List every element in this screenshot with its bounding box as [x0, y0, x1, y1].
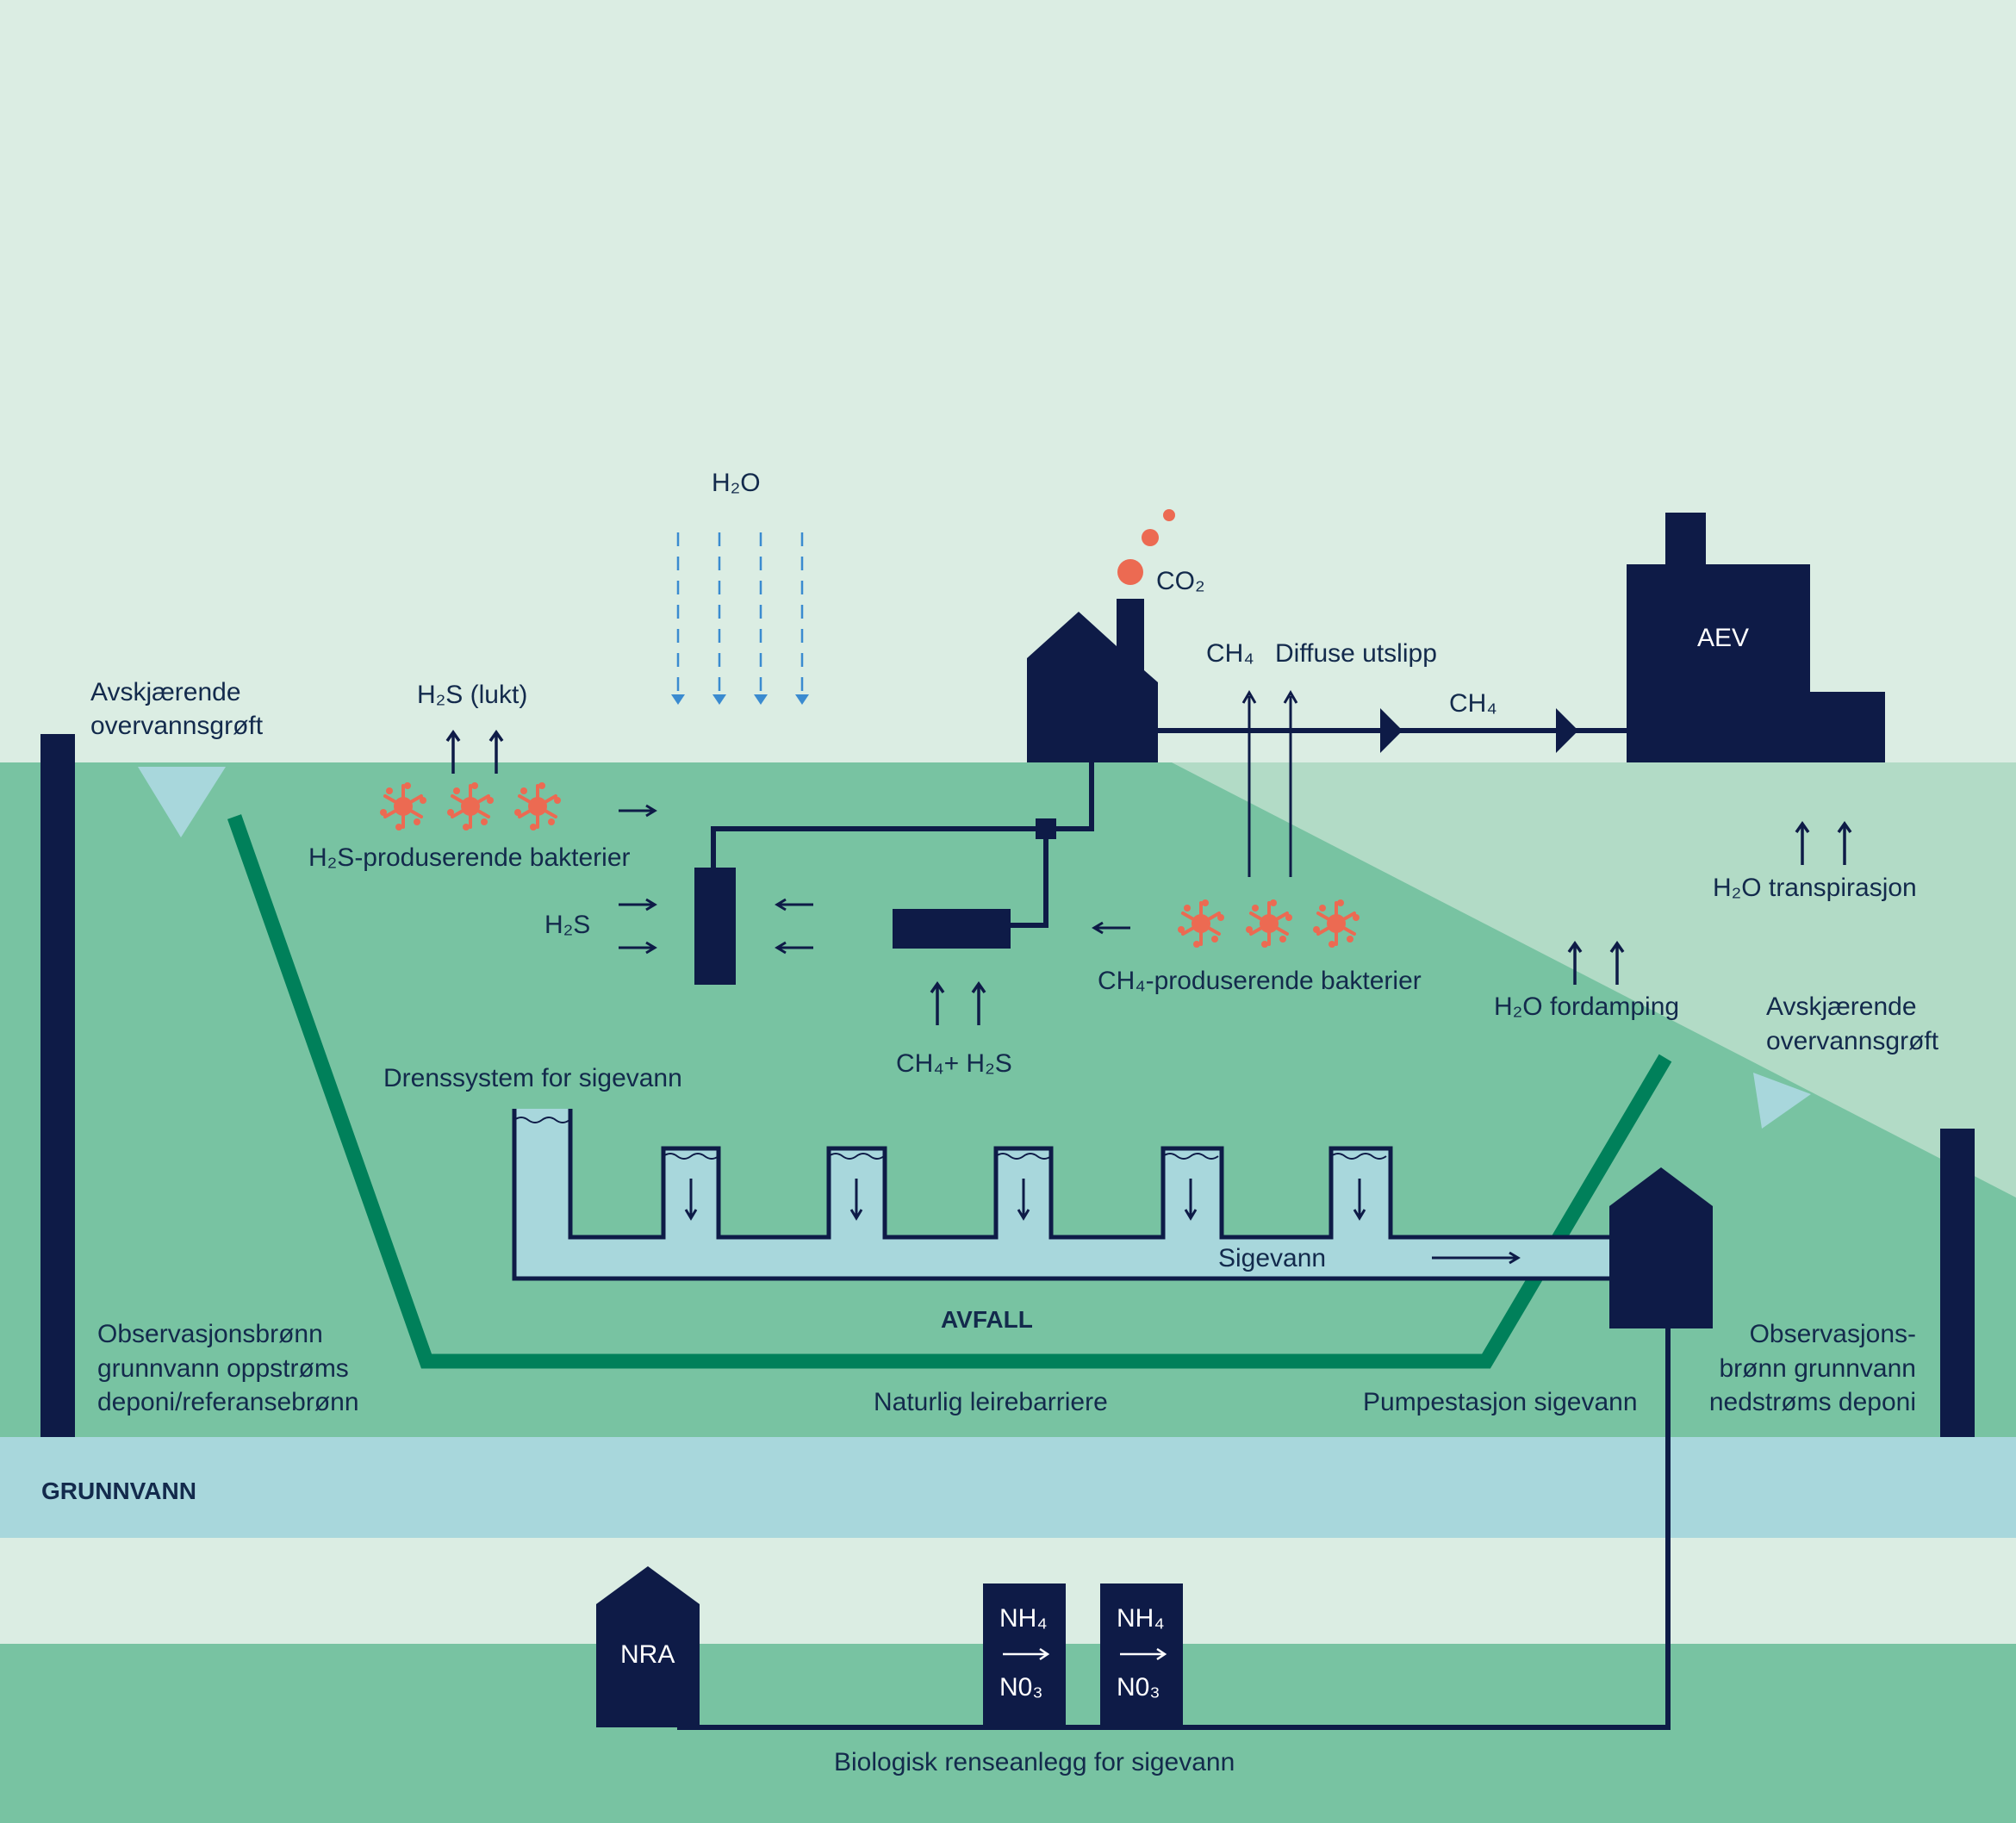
groundwater-layer	[0, 1437, 2016, 1538]
gas-plant-house	[1027, 599, 1158, 762]
pump-station	[1609, 1167, 1713, 1328]
label-obs-left-1: Observasjonsbrønn	[97, 1320, 323, 1348]
label-diffuse: Diffuse utslipp	[1275, 639, 1437, 668]
label-obs-left-2: grunnvann oppstrøms	[97, 1354, 349, 1383]
label-obs-right-1: Observasjons-	[1750, 1320, 1916, 1348]
pipe-junction	[1036, 818, 1056, 839]
label-ch4-h2s: CH₄+ H₂S	[896, 1049, 1012, 1078]
label-ch4-bakterier: CH₄-produserende bakterier	[1098, 967, 1422, 995]
clay-barrier	[227, 814, 1672, 1369]
label-pumpestasjon: Pumpestasjon sigevann	[1363, 1388, 1638, 1416]
label-ditch-left-1: Avskjærende	[90, 678, 241, 706]
co2-bubbles	[1117, 509, 1175, 585]
label-ditch-left-2: overvannsgrøft	[90, 712, 264, 740]
label-obs-right-2: brønn grunnvann	[1720, 1354, 1917, 1383]
pipe-flow-arrow-1	[1380, 708, 1403, 753]
observation-well-right	[1940, 1129, 1975, 1437]
pipe-flow-arrow-2	[1556, 708, 1578, 753]
label-obs-right-3: nedstrøms deponi	[1709, 1388, 1916, 1416]
label-grunnvann: GRUNNVANN	[41, 1478, 196, 1504]
nitrification-arrows	[1003, 1647, 1167, 1661]
label-nh4-b: NH₄	[1117, 1604, 1165, 1633]
diffuse-emission-arrows	[1241, 690, 1298, 877]
ditch-left	[138, 767, 226, 837]
label-h2s-lukt: H₂S (lukt)	[417, 681, 527, 709]
slope-surface	[1172, 762, 2016, 1198]
label-leirebarriere: Naturlig leirebarriere	[874, 1388, 1108, 1416]
sigevann-flow-arrow	[1432, 1251, 1521, 1265]
treatment-tank-2	[1100, 1583, 1183, 1730]
label-drenssystem: Drenssystem for sigevann	[383, 1064, 682, 1092]
label-ch4-pipe: CH₄	[1449, 689, 1497, 718]
label-avfall: AVFALL	[941, 1306, 1033, 1333]
horizontal-gas-well	[893, 909, 1011, 949]
label-nra: NRA	[620, 1640, 675, 1669]
drain-water-surface	[513, 1117, 1387, 1160]
label-h2s-bakterier: H₂S-produserende bakterier	[308, 843, 631, 872]
label-no3-a: N0₃	[999, 1673, 1043, 1702]
observation-well-left	[40, 734, 75, 1437]
label-h2o-fordamping: H₂O fordamping	[1494, 992, 1679, 1021]
gas-pipe-well	[1010, 829, 1048, 928]
label-ditch-right-1: Avskjærende	[1766, 992, 1917, 1021]
label-obs-left-3: deponi/referansebrønn	[97, 1388, 359, 1416]
label-sigevann: Sigevann	[1218, 1244, 1326, 1272]
nra-building	[596, 1566, 700, 1727]
label-h2s: H₂S	[544, 911, 590, 939]
label-ditch-right-2: overvannsgrøft	[1766, 1027, 1939, 1055]
label-aev: AEV	[1697, 624, 1749, 652]
label-h2o-rain: H₂O	[712, 469, 761, 497]
label-h2o-transpirasjon: H₂O transpirasjon	[1713, 874, 1917, 902]
gas-pipe-main	[711, 758, 1094, 868]
label-renseanlegg: Biologisk renseanlegg for sigevann	[834, 1748, 1235, 1776]
vertical-gas-well	[694, 868, 736, 985]
label-no3-b: N0₃	[1117, 1673, 1160, 1702]
drain-system	[512, 1109, 1617, 1281]
label-nh4-a: NH₄	[999, 1604, 1048, 1633]
treatment-tank-1	[983, 1583, 1066, 1730]
aev-factory	[1627, 513, 1885, 762]
label-co2: CO₂	[1156, 567, 1205, 595]
label-ch4-up: CH₄	[1206, 639, 1254, 668]
ditch-right	[1753, 1073, 1811, 1129]
